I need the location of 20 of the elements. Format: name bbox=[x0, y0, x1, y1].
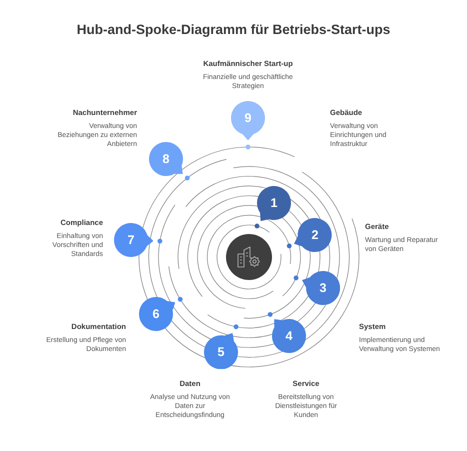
speech-bubble bbox=[149, 142, 183, 176]
step-number: 6 bbox=[152, 307, 160, 321]
hub-circle bbox=[226, 234, 272, 280]
step-number: 1 bbox=[270, 196, 278, 210]
diagram-title: Hub-and-Spoke-Diagramm für Betriebs-Start-ups bbox=[76, 22, 390, 37]
speech-bubble bbox=[139, 297, 176, 331]
speech-bubble bbox=[257, 186, 291, 222]
speech-bubble bbox=[204, 332, 238, 369]
speech-bubble bbox=[294, 218, 332, 252]
step-number: 4 bbox=[286, 329, 292, 343]
step-number: 7 bbox=[128, 233, 134, 247]
step-number: 8 bbox=[162, 152, 170, 166]
step-number: 2 bbox=[312, 228, 318, 242]
speech-bubble bbox=[302, 271, 340, 305]
speech-bubble bbox=[231, 101, 265, 140]
speech-bubble bbox=[272, 319, 306, 353]
step-number: 9 bbox=[244, 111, 252, 125]
step-number: 5 bbox=[218, 344, 224, 359]
step-number: 3 bbox=[320, 281, 326, 295]
speech-bubble bbox=[114, 223, 154, 257]
